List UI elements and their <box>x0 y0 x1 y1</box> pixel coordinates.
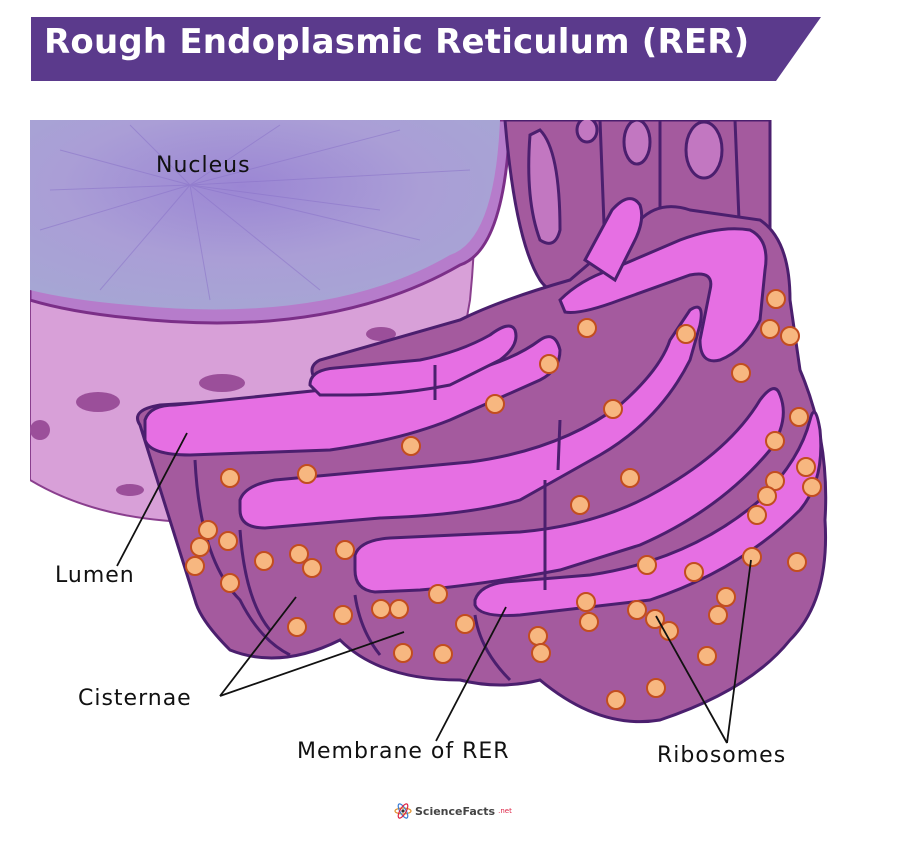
ribosomes <box>185 289 822 710</box>
page-title: Rough Endoplasmic Reticulum (RER) <box>44 22 750 62</box>
brand-suffix: .net <box>498 807 512 815</box>
rer-membrane-lines <box>193 365 562 682</box>
title-banner <box>31 17 821 81</box>
label-nucleus: Nucleus <box>156 153 251 178</box>
atom-icon <box>394 803 412 819</box>
label-cisternae: Cisternae <box>78 686 192 711</box>
brand-logo: ScienceFacts.net <box>394 802 512 820</box>
label-membrane: Membrane of RER <box>297 739 510 764</box>
lumen-layers <box>143 197 823 617</box>
label-ribosomes: Ribosomes <box>657 743 787 768</box>
nucleus <box>30 120 512 325</box>
label-lumen: Lumen <box>55 563 135 588</box>
pointer-lines <box>116 432 752 744</box>
brand-name: ScienceFacts <box>415 804 496 818</box>
